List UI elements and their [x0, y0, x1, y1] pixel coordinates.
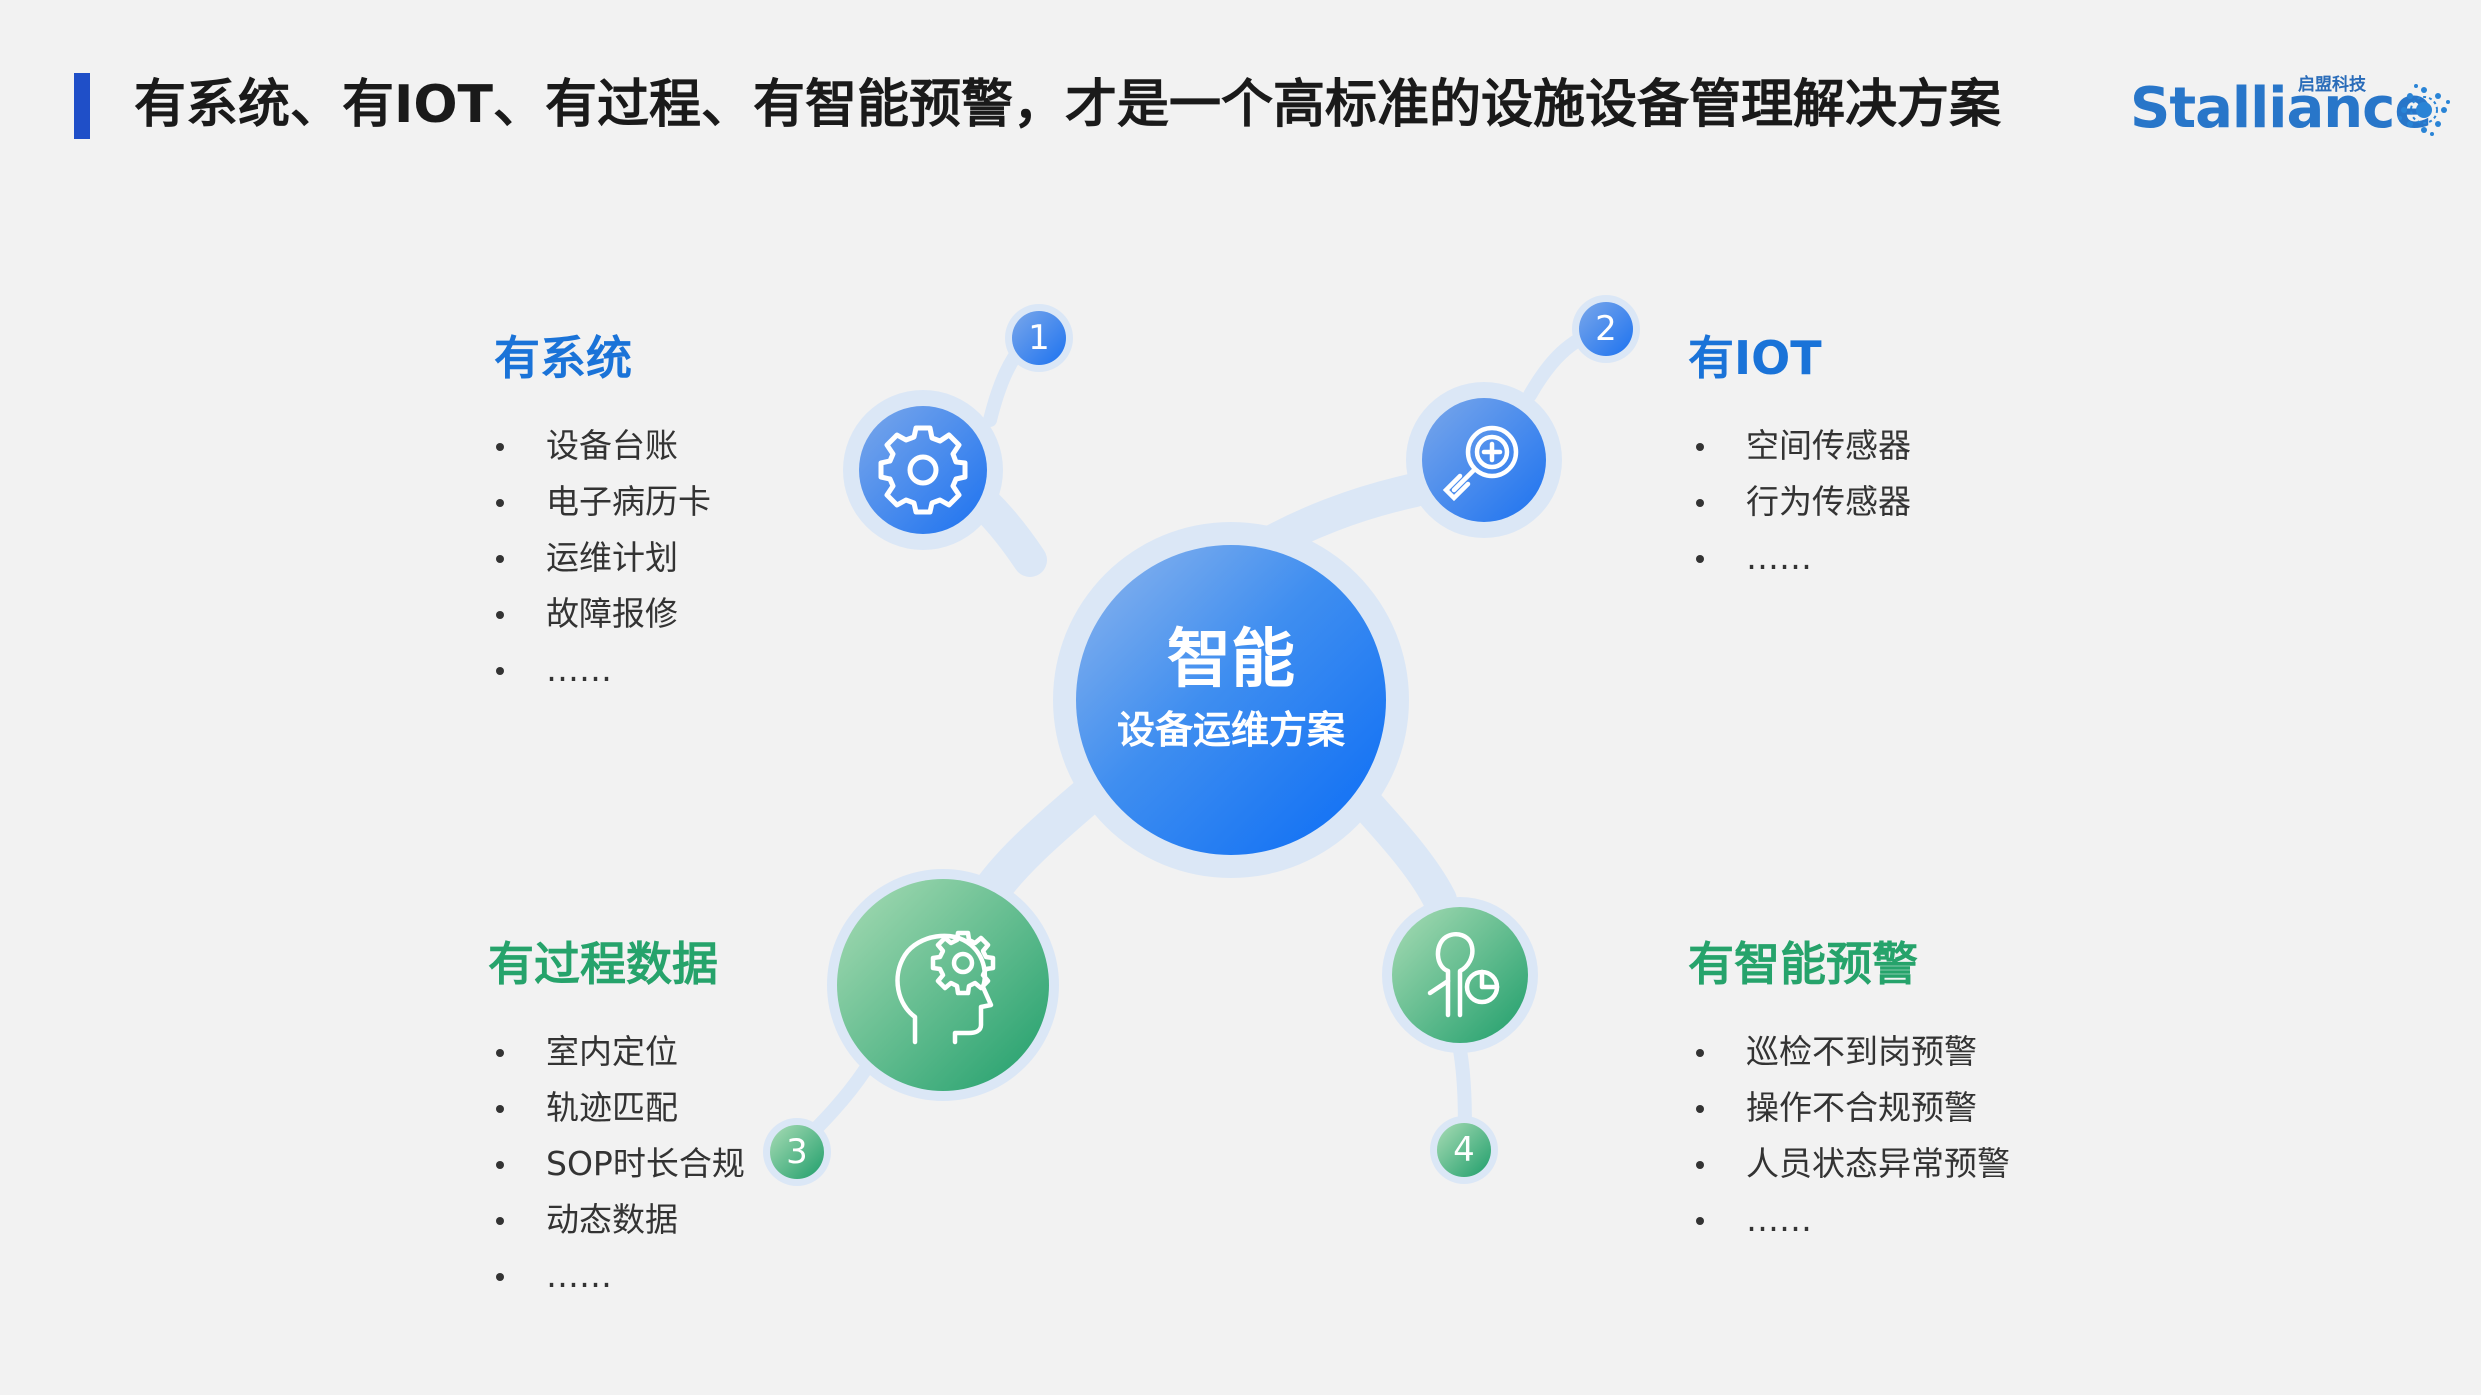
list-item: …… [488, 1248, 745, 1304]
section-3-heading: 有过程数据 [488, 937, 718, 991]
badge-2-number: 2 [1595, 309, 1617, 349]
center-node [1076, 545, 1386, 855]
badge-2 [1579, 302, 1633, 356]
person-chart-icon [1427, 932, 1500, 1018]
title-accent-bar [74, 73, 90, 139]
list-item: 运维计划 [488, 530, 711, 586]
badge-3-number: 3 [786, 1132, 808, 1172]
section-1-heading: 有系统 [494, 331, 632, 385]
logo-chinese-text: 启盟科技 [2298, 75, 2366, 95]
list-item: …… [1688, 530, 1911, 586]
section-1-list: 设备台账 电子病历卡 运维计划 故障报修 …… [488, 418, 711, 698]
list-item: 动态数据 [488, 1192, 745, 1248]
list-item: 轨迹匹配 [488, 1080, 745, 1136]
badge-1 [1012, 311, 1066, 365]
list-item: …… [488, 642, 711, 698]
company-logo: Stalliance 启盟科技 [2130, 70, 2450, 150]
logo-wordmark: Stalliance [2130, 76, 2432, 141]
section-2-list: 空间传感器 行为传感器 …… [1688, 418, 1911, 586]
center-main-text: 智能 [1167, 623, 1295, 697]
list-item: 空间传感器 [1688, 418, 1911, 474]
section-3-list: 室内定位 轨迹匹配 SOP时长合规 动态数据 …… [488, 1024, 745, 1304]
badge-4-number: 4 [1453, 1130, 1475, 1170]
list-item: 故障报修 [488, 586, 711, 642]
node-2-circle [1422, 398, 1546, 522]
magnifier-plus-icon [1442, 425, 1519, 502]
list-item: …… [1688, 1192, 2010, 1248]
badge-1-number: 1 [1028, 318, 1050, 358]
list-item: 电子病历卡 [488, 474, 711, 530]
list-item: 操作不合规预警 [1688, 1080, 2010, 1136]
list-item: 行为传感器 [1688, 474, 1911, 530]
badge-4 [1437, 1123, 1491, 1177]
node-1-circle [859, 406, 987, 534]
gear-burst-icon [2398, 84, 2450, 136]
connector-center-3 [966, 766, 1119, 919]
page-title: 有系统、有IOT、有过程、有智能预警，才是一个高标准的设施设备管理解决方案 [134, 75, 2002, 135]
list-item: 室内定位 [488, 1024, 745, 1080]
section-4-list: 巡检不到岗预警 操作不合规预警 人员状态异常预警 …… [1688, 1024, 2010, 1248]
center-label: 智能 设备运维方案 [1075, 620, 1387, 760]
center-sub-text: 设备运维方案 [1116, 708, 1345, 752]
section-4-heading: 有智能预警 [1688, 937, 1918, 991]
badge-3 [770, 1125, 824, 1179]
gear-icon [878, 425, 968, 515]
head-gear-icon [895, 930, 996, 1045]
list-item: 人员状态异常预警 [1688, 1136, 2010, 1192]
list-item: SOP时长合规 [488, 1136, 745, 1192]
list-item: 巡检不到岗预警 [1688, 1024, 2010, 1080]
section-2-heading: 有IOT [1688, 331, 1822, 385]
list-item: 设备台账 [488, 418, 711, 474]
